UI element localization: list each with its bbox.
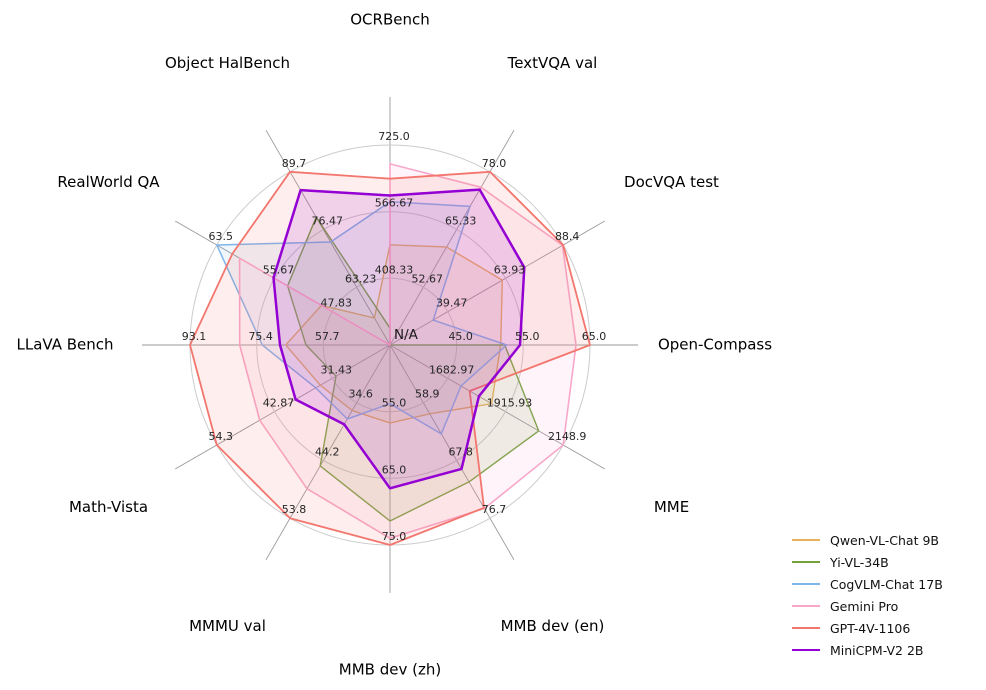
tick-label-mme-1: 1682.97 (429, 363, 475, 376)
tick-label-mmb-dev-zh-3: 75.0 (382, 530, 407, 543)
tick-label-llava-bench-2: 75.4 (248, 330, 273, 343)
tick-label-mmb-dev-en-3: 76.7 (482, 503, 507, 516)
axis-label-mmmu-val: MMMU val (189, 617, 266, 635)
legend-line-swatch (792, 648, 820, 652)
tick-label-math-vista-1: 31.43 (321, 363, 353, 376)
legend-line-swatch (792, 561, 820, 563)
tick-label-mmmu-val-2: 44.2 (315, 446, 340, 459)
axis-label-ocrbench: OCRBench (350, 11, 429, 29)
tick-label-mmb-dev-en-1: 58.9 (415, 388, 440, 401)
axis-label-mmb-dev-en: MMB dev (en) (501, 617, 605, 635)
legend-item-gpt-4v-1106: GPT-4V-1106 (792, 617, 943, 639)
legend-item-yi-vl-34b: Yi-VL-34B (792, 551, 943, 573)
tick-label-mmb-dev-zh-1: 55.0 (382, 397, 407, 410)
series-polygon-minicpm-v2-2b (272, 188, 526, 490)
tick-label-realworld-qa-1: 47.83 (321, 297, 353, 310)
legend-line-swatch (792, 605, 820, 607)
tick-label-ocrbench-3: 725.0 (378, 130, 410, 143)
tick-label-open-compass-2: 55.0 (515, 330, 540, 343)
axis-label-mmb-dev-zh: MMB dev (zh) (339, 661, 441, 679)
tick-label-math-vista-3: 54.3 (209, 430, 234, 443)
legend-line-swatch (792, 627, 820, 629)
legend-item-cogvlm-chat-17b: CogVLM-Chat 17B (792, 573, 943, 595)
legend: Qwen-VL-Chat 9B Yi-VL-34B CogVLM-Chat 17B G… (792, 529, 943, 661)
tick-label-docvqa-test-3: 88.4 (555, 230, 580, 243)
tick-label-llava-bench-1: 57.7 (315, 330, 340, 343)
axis-spoke (265, 344, 391, 561)
tick-label-math-vista-2: 42.87 (263, 397, 295, 410)
axis-spoke (265, 129, 391, 346)
axis-label-realworld-qa: RealWorld QA (57, 173, 160, 191)
tick-labels: 408.33 566.67 725.0 52.67 65.33 78.0 39.47 63.9… (182, 130, 607, 543)
tick-label-mmb-dev-en-2: 67.8 (448, 446, 473, 459)
axis-label-object-halbench: Object HalBench (165, 54, 290, 72)
tick-label-textvqa-val-3: 78.0 (482, 157, 507, 170)
tick-label-textvqa-val-1: 52.67 (412, 272, 444, 285)
series-polygon-cogvlm-chat-17b (216, 201, 508, 435)
series-polygon-gpt-4v-1106 (189, 170, 591, 546)
tick-label-object-halbench-3: 89.7 (282, 157, 307, 170)
tick-label-docvqa-test-1: 39.47 (436, 297, 468, 310)
tick-label-open-compass-1: 45.0 (448, 330, 473, 343)
legend-item-label: Qwen-VL-Chat 9B (830, 532, 939, 548)
tick-label-mmmu-val-3: 53.8 (282, 503, 307, 516)
legend-item-label: Yi-VL-34B (830, 554, 889, 570)
legend-item-gemini-pro: Gemini Pro (792, 595, 943, 617)
legend-item-label: CogVLM-Chat 17B (830, 576, 943, 592)
legend-item-label: Gemini Pro (830, 598, 899, 614)
tick-label-mmb-dev-zh-2: 65.0 (382, 463, 407, 476)
tick-label-ocrbench-1: 408.33 (375, 263, 414, 276)
tick-label-ocrbench-2: 566.67 (375, 197, 414, 210)
axis-label-mme: MME (654, 498, 689, 516)
axis-label-math-vista: Math-Vista (69, 498, 148, 516)
axis-label-textvqa-val: TextVQA val (507, 54, 598, 72)
legend-item-minicpm-v2-2b: MiniCPM-V2 2B (792, 639, 943, 661)
tick-label-llava-bench-3: 93.1 (182, 330, 207, 343)
tick-label-object-halbench-2: 76.47 (312, 215, 344, 228)
tick-label-open-compass-3: 65.0 (582, 330, 607, 343)
tick-label-mmmu-val-1: 34.6 (348, 388, 373, 401)
tick-label-docvqa-test-2: 63.93 (494, 263, 526, 276)
series-group (189, 163, 591, 546)
tick-label-object-halbench-1: 63.23 (345, 272, 377, 285)
axis-spoke (389, 129, 515, 346)
axis-label-llava-bench: LLaVA Bench (16, 336, 113, 354)
center-na-label: N/A (394, 327, 419, 343)
tick-label-mme-2: 1915.93 (487, 397, 533, 410)
tick-label-textvqa-val-2: 65.33 (445, 215, 477, 228)
legend-line-swatch (792, 583, 820, 585)
axis-spoke (389, 344, 606, 470)
axis-spoke (174, 344, 391, 470)
tick-label-realworld-qa-2: 55.67 (263, 263, 295, 276)
tick-label-mme-3: 2148.9 (548, 430, 587, 443)
axis-spoke (389, 344, 515, 561)
axis-spoke (389, 220, 606, 346)
tick-label-realworld-qa-3: 63.5 (209, 230, 234, 243)
axis-label-docvqa-test: DocVQA test (624, 173, 719, 191)
legend-item-label: MiniCPM-V2 2B (830, 642, 924, 658)
legend-item-label: GPT-4V-1106 (830, 620, 911, 636)
legend-item-qwen-vl-chat-9b: Qwen-VL-Chat 9B (792, 529, 943, 551)
axis-label-open-compass: Open-Compass (658, 336, 772, 354)
legend-line-swatch (792, 539, 820, 541)
